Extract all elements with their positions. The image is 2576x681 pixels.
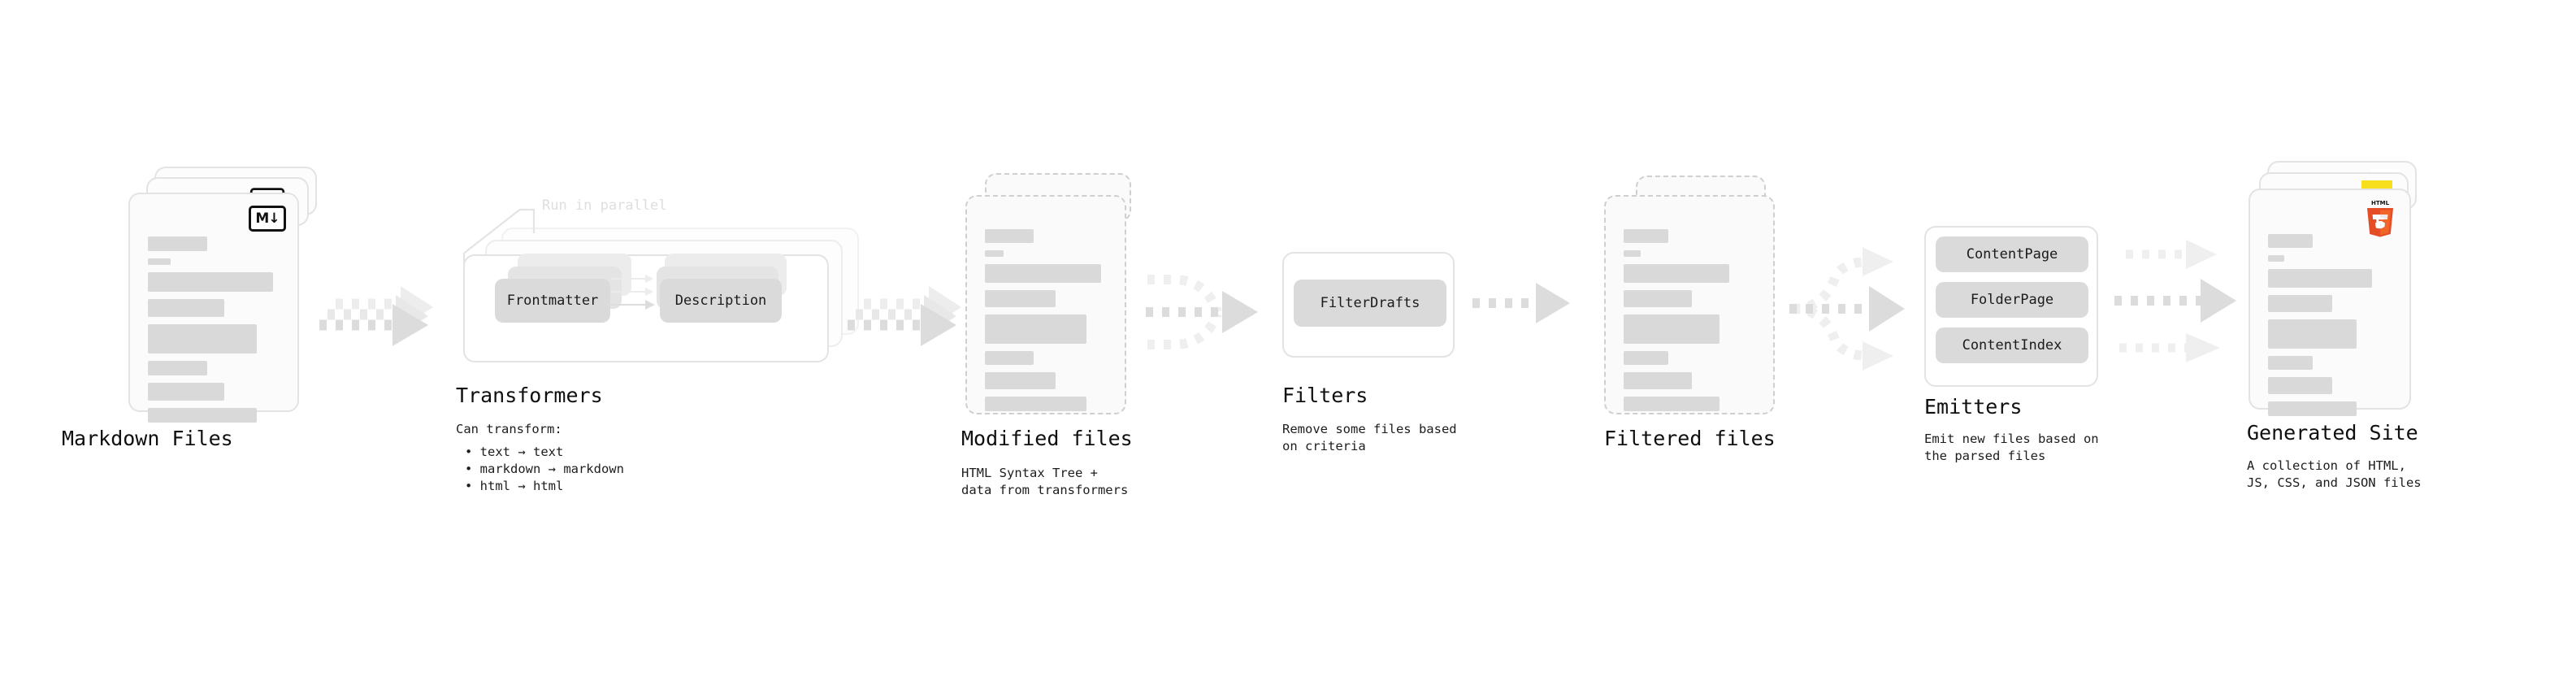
markdown-doc-lines bbox=[148, 236, 280, 430]
emitter-chip-folderpage[interactable]: FolderPage bbox=[1936, 282, 2088, 318]
stage-title-transformers: Transformers bbox=[456, 384, 603, 407]
run-in-parallel-bracket bbox=[459, 195, 565, 268]
filtered-doc-lines bbox=[1624, 229, 1755, 419]
transformers-bullet-1: • markdown → markdown bbox=[465, 462, 624, 476]
transformer-chip-frontmatter[interactable]: Frontmatter bbox=[495, 279, 610, 323]
modified-file-card-front bbox=[965, 195, 1126, 414]
emitter-chip-contentpage[interactable]: ContentPage bbox=[1936, 236, 2088, 272]
generated-site-subtitle: A collection of HTML, JS, CSS, and JSON … bbox=[2247, 458, 2422, 490]
svg-text:HTML: HTML bbox=[2371, 200, 2390, 206]
transformers-subtitle: Can transform: bbox=[456, 422, 562, 436]
arrow-filters-to-filtered bbox=[1472, 283, 1594, 348]
emitters-subtitle: Emit new files based on the parsed files bbox=[1924, 432, 2099, 463]
transformer-inner-arrows bbox=[606, 272, 676, 321]
transformer-chip-description[interactable]: Description bbox=[660, 279, 782, 323]
generated-site-card-front: HTML 5 bbox=[2249, 189, 2411, 416]
arrow-modified-to-filters bbox=[1131, 262, 1286, 367]
transformers-bullet-2: • html → html bbox=[465, 479, 564, 493]
stage-title-filters: Filters bbox=[1282, 384, 1368, 407]
stage-title-emitters: Emitters bbox=[1924, 395, 2023, 419]
arrow-filtered-to-emitters bbox=[1775, 236, 1929, 382]
stage-title-modified-files: Modified files bbox=[961, 427, 1133, 450]
html5-badge: HTML 5 bbox=[2364, 198, 2396, 237]
stage-title-markdown-files: Markdown Files bbox=[62, 427, 233, 450]
stage-title-filtered-files: Filtered files bbox=[1604, 427, 1776, 450]
markdown-file-card-front: M↓ bbox=[128, 193, 299, 423]
modified-doc-lines bbox=[985, 229, 1107, 419]
svg-text:5: 5 bbox=[2374, 215, 2385, 232]
modified-files-subtitle: HTML Syntax Tree + data from transformer… bbox=[961, 466, 1129, 497]
filtered-file-card-front bbox=[1604, 195, 1775, 414]
arrow-md-to-transformers bbox=[305, 268, 467, 358]
filters-subtitle: Remove some files based on criteria bbox=[1282, 422, 1457, 453]
emitter-chip-contentindex[interactable]: ContentIndex bbox=[1936, 327, 2088, 363]
run-in-parallel-label: Run in parallel bbox=[542, 197, 667, 214]
arrow-transformers-to-modified bbox=[833, 268, 995, 358]
arrow-emitters-to-site bbox=[2106, 234, 2261, 364]
filter-chip-filterdrafts[interactable]: FilterDrafts bbox=[1294, 280, 1446, 327]
transformers-bullet-list: • text → text • markdown → markdown • ht… bbox=[465, 444, 624, 495]
markdown-badge: M↓ bbox=[249, 206, 286, 232]
stage-title-generated-site: Generated Site bbox=[2247, 421, 2418, 445]
transformers-bullet-0: • text → text bbox=[465, 445, 564, 459]
generated-site-doc-lines bbox=[2268, 234, 2392, 423]
